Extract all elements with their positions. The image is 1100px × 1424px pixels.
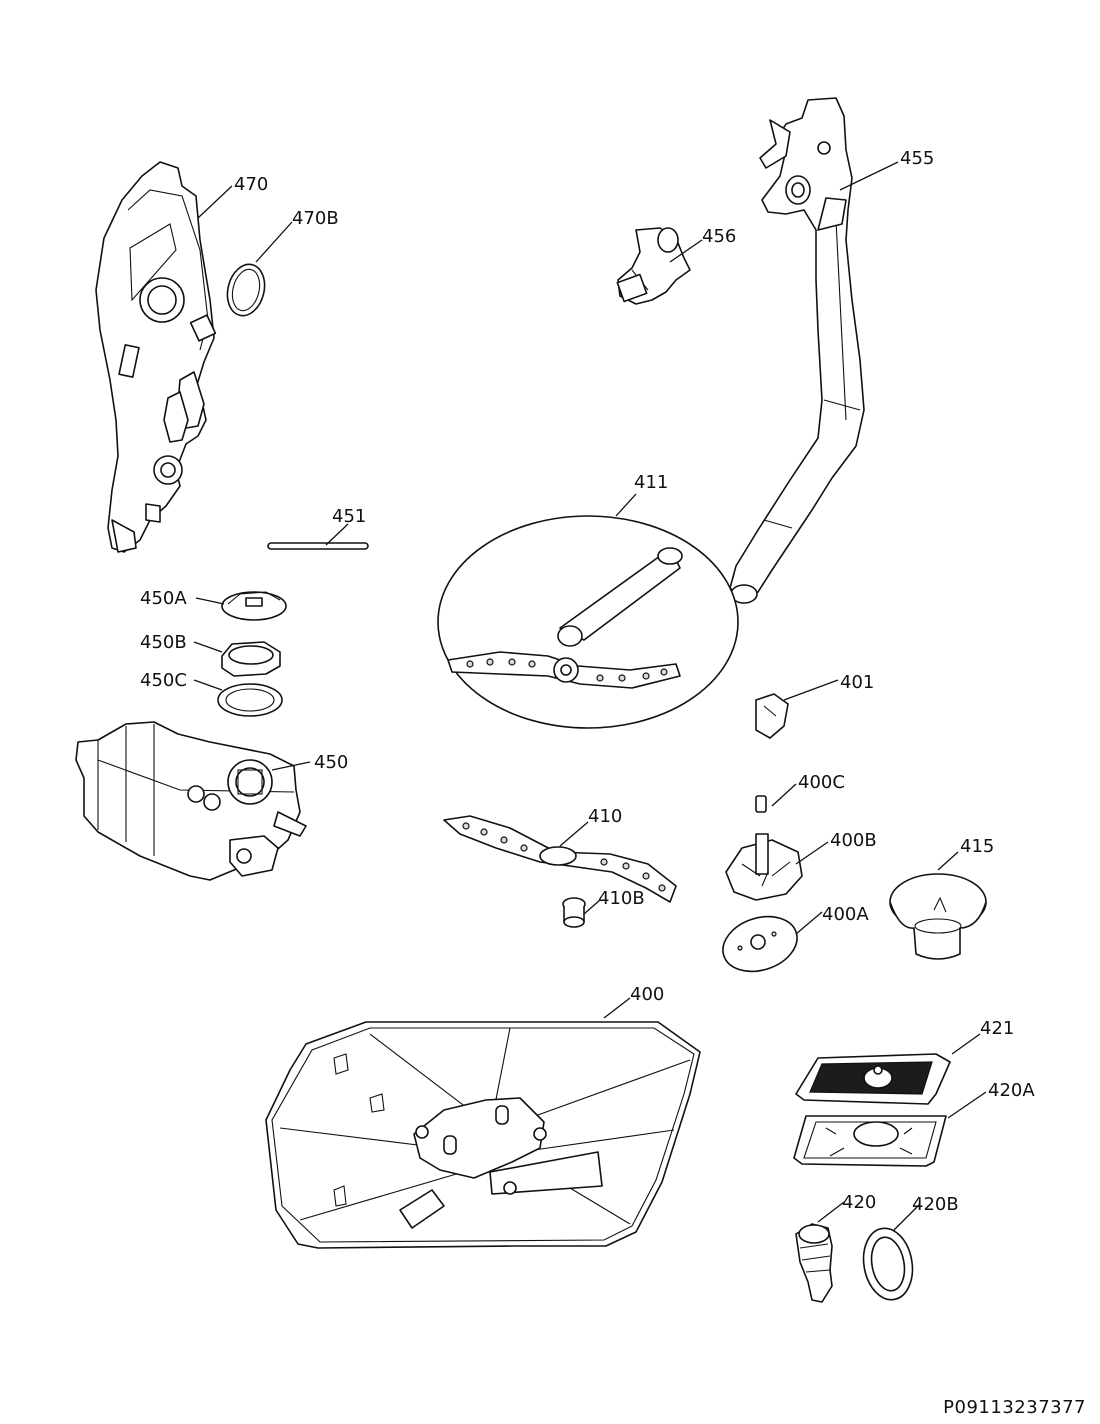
part-410-lower-spray-arm — [443, 815, 677, 903]
callout-400B: 400B — [830, 830, 877, 851]
leader-456 — [669, 239, 703, 263]
callout-450C: 450C — [140, 670, 187, 691]
callout-421: 421 — [980, 1018, 1014, 1039]
callout-420B: 420B — [912, 1194, 959, 1215]
callout-410: 410 — [588, 806, 622, 827]
part-450A-cap — [221, 591, 287, 621]
part-400B-hub — [725, 833, 803, 901]
callout-420A: 420A — [988, 1080, 1035, 1101]
part-455-supply-tube — [729, 97, 865, 604]
leader-450A — [195, 597, 225, 605]
leader-400A — [795, 911, 823, 935]
leader-400B — [795, 841, 829, 865]
leader-400C — [771, 783, 797, 807]
leader-410B — [583, 899, 601, 915]
part-420-micro-filter — [795, 1223, 833, 1303]
part-400C-pin — [755, 795, 767, 813]
callout-470B: 470B — [292, 208, 339, 229]
part-451-rod — [267, 542, 369, 550]
part-450B-nut — [221, 641, 281, 677]
callout-450A: 450A — [140, 588, 187, 609]
callout-400: 400 — [630, 984, 664, 1005]
callout-400C: 400C — [798, 772, 845, 793]
part-415-funnel — [889, 873, 987, 960]
leader-411 — [615, 493, 637, 517]
leader-455 — [839, 161, 899, 191]
leader-420A — [947, 1091, 987, 1119]
callout-450: 450 — [314, 752, 348, 773]
leader-410 — [559, 821, 589, 847]
callout-456: 456 — [702, 226, 736, 247]
callout-410B: 410B — [598, 888, 645, 909]
leader-401 — [783, 679, 839, 701]
part-400A-disc — [722, 915, 798, 973]
part-421-filter-grille — [795, 1053, 951, 1105]
part-401-clip — [755, 693, 789, 739]
part-456-connector — [616, 227, 691, 305]
part-450C-gasket — [217, 683, 283, 717]
part-420A-flat-filter — [793, 1115, 947, 1167]
leader-420B — [893, 1203, 921, 1231]
leader-470 — [197, 185, 233, 219]
part-470B-ring-seal — [226, 263, 266, 317]
callout-470: 470 — [234, 174, 268, 195]
part-450-softener-tank — [75, 721, 307, 881]
callout-400A: 400A — [822, 904, 869, 925]
leader-451 — [325, 523, 349, 546]
callout-415: 415 — [960, 836, 994, 857]
leader-450C — [193, 679, 223, 691]
callout-420: 420 — [842, 1192, 876, 1213]
leader-400 — [603, 997, 631, 1019]
callout-450B: 450B — [140, 632, 187, 653]
part-400-sump-tray — [265, 1021, 701, 1249]
callout-451: 451 — [332, 506, 366, 527]
leader-470B — [255, 221, 293, 263]
leader-450 — [271, 761, 311, 771]
leader-450B — [193, 641, 223, 653]
callout-401: 401 — [840, 672, 874, 693]
part-411-upper-spray-arm — [437, 515, 739, 729]
callout-455: 455 — [900, 148, 934, 169]
part-410B-bushing — [562, 897, 586, 928]
leader-415 — [937, 851, 959, 871]
document-id: P09113237377 — [943, 1397, 1086, 1418]
part-470-side-duct — [95, 161, 217, 553]
part-420B-filter-seal — [862, 1227, 914, 1301]
callout-411: 411 — [634, 472, 668, 493]
leader-420 — [817, 1201, 845, 1223]
leader-421 — [951, 1033, 981, 1055]
